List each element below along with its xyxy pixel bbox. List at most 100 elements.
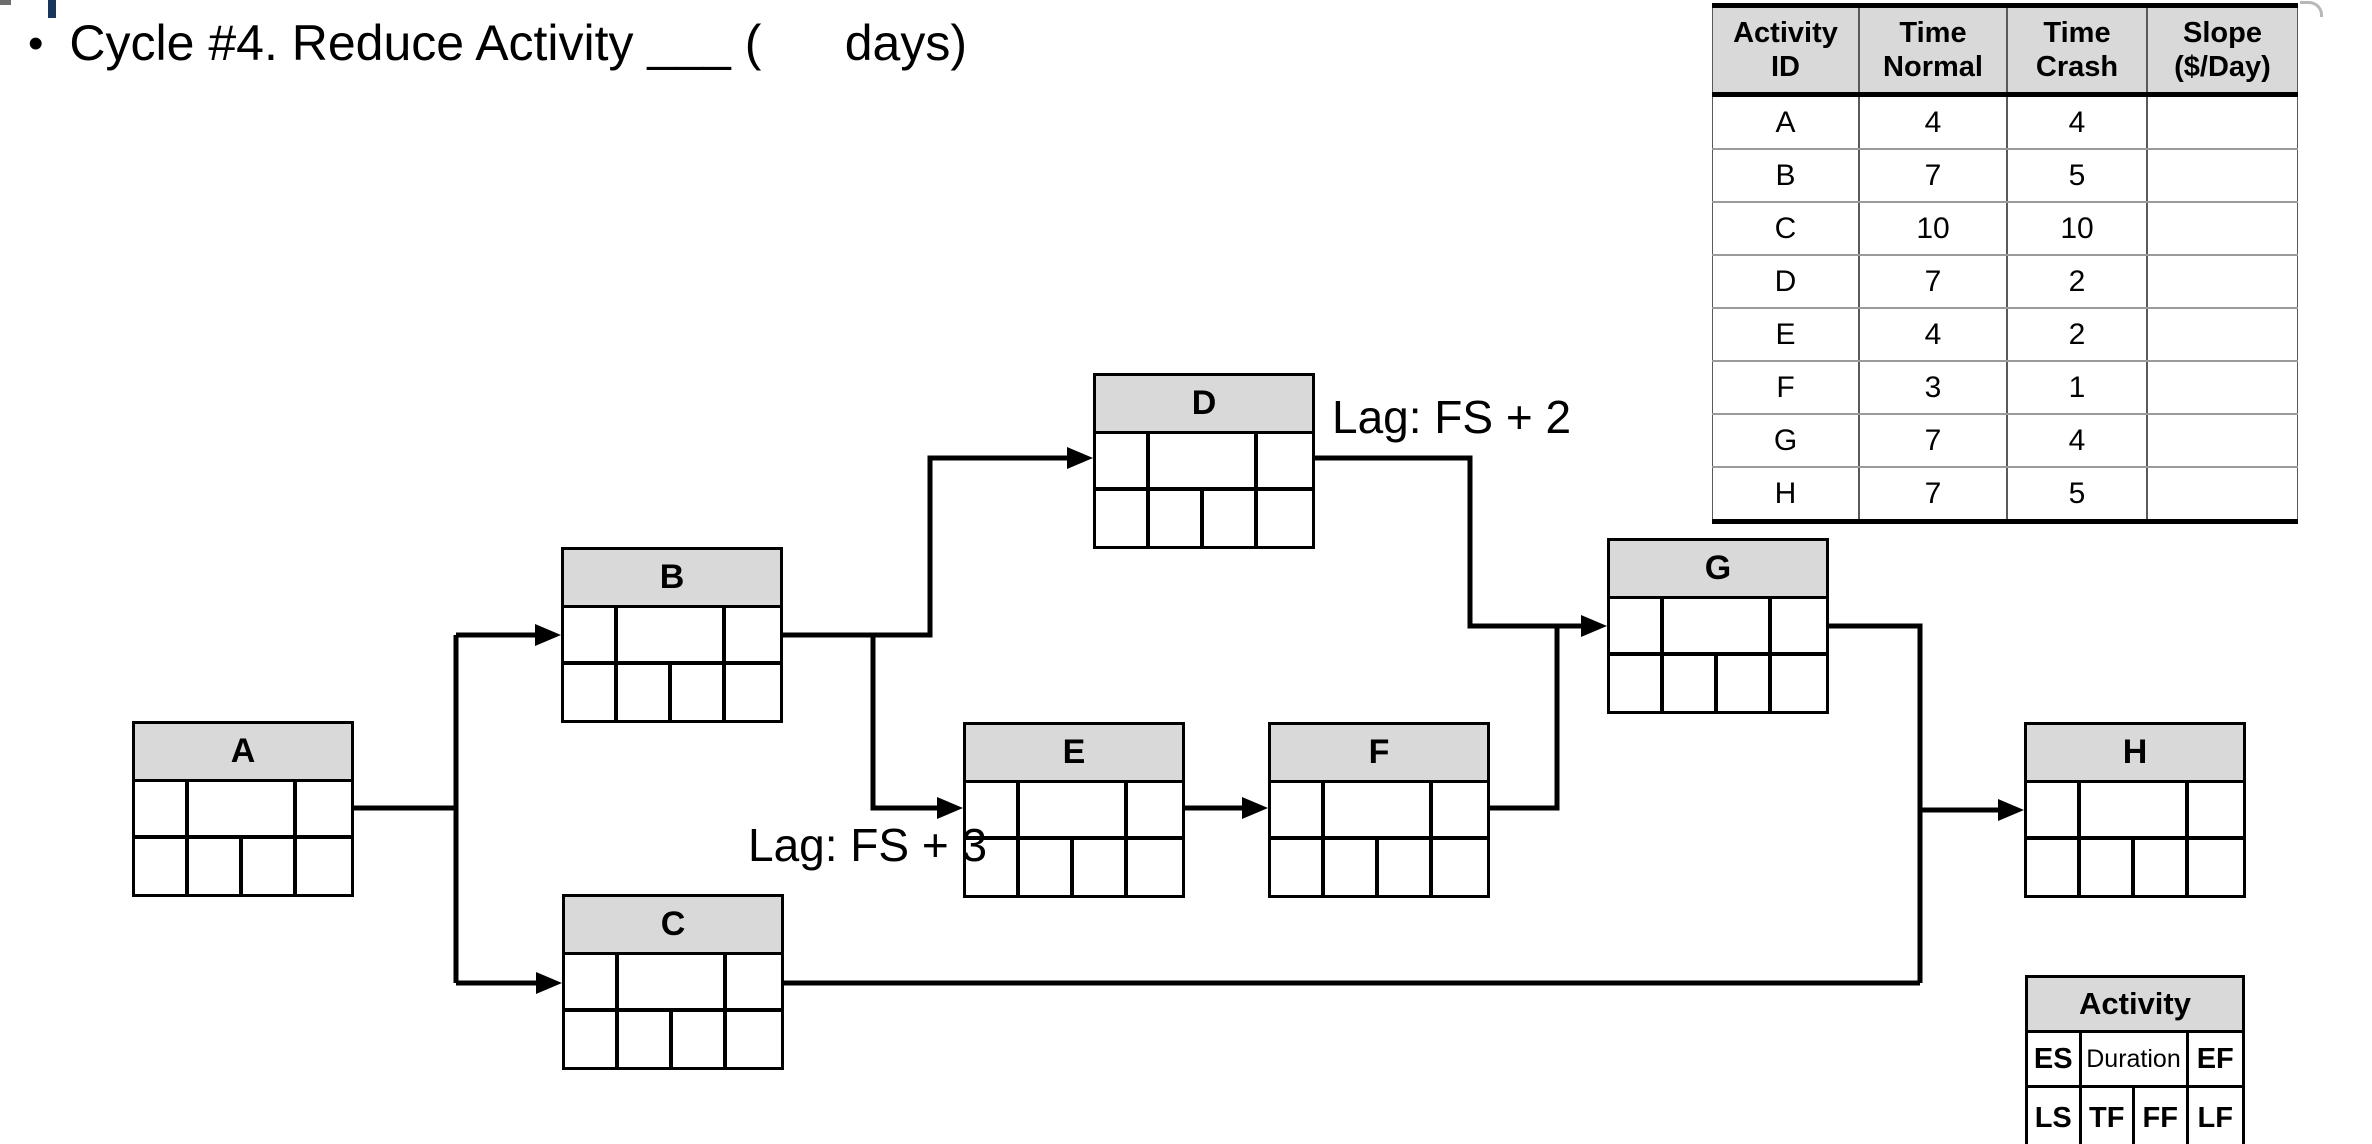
cell-ls	[564, 665, 618, 720]
cell-time-normal: 7	[1858, 415, 2006, 466]
corner-artifact	[0, 0, 11, 5]
cell-time-crash: 4	[2006, 415, 2146, 466]
arrowhead-g	[1581, 615, 1607, 637]
cell-ls	[135, 839, 189, 894]
activity-node-label: B	[564, 550, 780, 608]
bullet-icon: •	[28, 19, 44, 68]
cell-duration	[619, 955, 727, 1008]
cell-slope	[2146, 203, 2298, 254]
cell-duration	[1664, 599, 1772, 652]
cell-ff	[673, 1012, 727, 1067]
edge-b-to-d	[783, 455, 1073, 638]
column-header-3: Slope($/Day)	[2146, 8, 2298, 92]
cell-ls	[966, 840, 1020, 895]
legend-ff: FF	[2135, 1088, 2189, 1144]
activity-node-label: E	[966, 725, 1182, 783]
cell-ls	[2027, 840, 2081, 895]
edge-g-out	[1829, 623, 1923, 983]
legend-lf: LF	[2197, 1101, 2233, 1134]
edge-b-to-e	[870, 635, 943, 811]
cell-es	[2027, 783, 2081, 836]
arrowhead-c	[536, 972, 562, 994]
cell-ls	[1271, 840, 1325, 895]
edge-f-to-g	[1490, 626, 1560, 811]
cell-time-normal: 7	[1858, 256, 2006, 307]
edge-d-to-g	[1314, 455, 1587, 629]
cell-lf	[727, 1012, 781, 1067]
cell-lf	[2189, 840, 2243, 895]
cell-ef	[1433, 783, 1487, 836]
cell-ff	[243, 839, 297, 894]
cell-ef	[297, 782, 351, 835]
cell-ff	[2135, 840, 2189, 895]
cell-time-normal: 7	[1858, 150, 2006, 201]
cell-time-crash: 5	[2006, 468, 2146, 519]
cell-ef	[1128, 783, 1182, 836]
cell-duration	[1150, 434, 1258, 487]
activity-node-g: G	[1607, 538, 1829, 714]
cell-activity-id: E	[1712, 309, 1858, 360]
cell-es	[1096, 434, 1150, 487]
cell-es	[565, 955, 619, 1008]
slide-title: •Cycle #4. Reduce Activity ___ ( days)	[28, 14, 967, 72]
legend-duration: Duration	[2082, 1033, 2189, 1085]
cell-tf	[2081, 840, 2135, 895]
activity-node-label: F	[1271, 725, 1487, 783]
cell-es	[135, 782, 189, 835]
cell-ff	[1204, 491, 1258, 546]
cell-tf	[189, 839, 243, 894]
cell-ls	[565, 1012, 619, 1067]
cell-time-normal: 7	[1858, 468, 2006, 519]
cell-ff	[1379, 840, 1433, 895]
cell-duration	[2081, 783, 2189, 836]
activity-node-c: C	[562, 894, 784, 1070]
cell-activity-id: A	[1712, 97, 1858, 148]
cell-es	[1610, 599, 1664, 652]
cell-lf	[726, 665, 780, 720]
cell-ef	[727, 955, 781, 1008]
cell-time-normal: 4	[1858, 309, 2006, 360]
activity-node-label: G	[1610, 541, 1826, 599]
activity-node-e: E	[963, 722, 1185, 898]
legend-tf: TF	[2082, 1088, 2135, 1144]
cell-slope	[2146, 256, 2298, 307]
cell-lf	[297, 839, 351, 894]
activity-node-label: D	[1096, 376, 1312, 434]
cell-ff	[1074, 840, 1128, 895]
cell-activity-id: H	[1712, 468, 1858, 519]
cell-slope	[2146, 362, 2298, 413]
cell-es	[966, 783, 1020, 836]
cell-time-crash: 10	[2006, 203, 2146, 254]
activity-node-d: D	[1093, 373, 1315, 549]
cell-slope	[2146, 309, 2298, 360]
legend-top-row: ES Duration EF	[2028, 1033, 2242, 1088]
cell-activity-id: C	[1712, 203, 1858, 254]
activity-node-label: C	[565, 897, 781, 955]
cell-lf	[1128, 840, 1182, 895]
cell-lf	[1772, 656, 1826, 711]
activity-node-label: A	[135, 724, 351, 782]
cell-activity-id: B	[1712, 150, 1858, 201]
cell-slope	[2146, 415, 2298, 466]
cell-activity-id: G	[1712, 415, 1858, 466]
activity-node-a: A	[132, 721, 354, 897]
cell-ef	[1258, 434, 1312, 487]
arrowhead-d	[1067, 447, 1093, 469]
arrowhead-h	[1998, 799, 2024, 821]
legend-ef: EF	[2196, 1042, 2234, 1075]
cell-slope	[2146, 150, 2298, 201]
cell-time-crash: 4	[2006, 97, 2146, 148]
cursor-artifact	[48, 0, 56, 18]
